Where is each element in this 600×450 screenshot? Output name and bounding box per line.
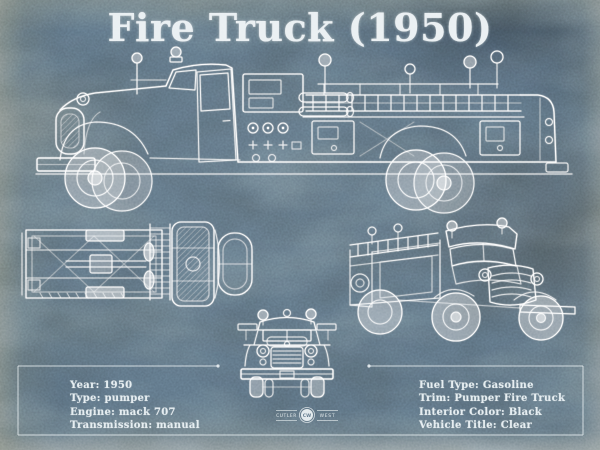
- poster-title: Fire Truck (1950): [107, 5, 493, 50]
- spec-list-left: Year: 1950 Type: pumper Engine: mack 707…: [70, 379, 200, 432]
- plan-ladder: [149, 223, 171, 301]
- spotlight: [131, 52, 143, 64]
- spec-engine: Engine: mack 707: [70, 406, 176, 418]
- brand-monogram: CW: [303, 413, 311, 419]
- front-wheel: [64, 147, 153, 212]
- hose-reel: [350, 273, 370, 293]
- brand-emblem: CUTLER WEST CW: [276, 407, 338, 423]
- brand-right-text: WEST: [320, 413, 336, 419]
- headlight: [530, 272, 544, 286]
- spotlight: [305, 308, 317, 320]
- three-quarter-view-drawing: [349, 217, 576, 342]
- headlight: [304, 344, 318, 358]
- door-window: [199, 72, 231, 112]
- beacon-lights: [318, 50, 504, 94]
- pump-gauges: [247, 122, 289, 134]
- spec-vehicle-title: Vehicle Title: Clear: [419, 419, 533, 431]
- spec-trim: Trim: Pumper Fire Truck: [419, 393, 566, 405]
- plan-view-drawing: [21, 221, 253, 307]
- spotlight: [446, 220, 458, 232]
- roof: [257, 316, 317, 331]
- windshield: [168, 69, 197, 91]
- spec-type: Type: pumper: [70, 393, 150, 405]
- cab-door: [196, 68, 237, 163]
- spotlight: [496, 217, 508, 229]
- grille: [270, 346, 304, 369]
- front-view-drawing: [237, 308, 337, 398]
- tailboard: [545, 162, 569, 173]
- spec-year: Year: 1950: [70, 380, 133, 391]
- pump-valves: [248, 140, 288, 150]
- grille-front: [487, 264, 537, 306]
- brand-left-text: CUTLER: [276, 413, 297, 419]
- spotlight: [257, 309, 269, 321]
- wheels: [357, 289, 564, 342]
- spec-fuel-type: Fuel Type: Gasoline: [419, 380, 534, 391]
- headlight: [478, 268, 492, 282]
- spec-transmission: Transmission: manual: [70, 419, 200, 431]
- rear-corner: [519, 94, 557, 163]
- cab-outline: [165, 63, 239, 163]
- spec-interior-color: Interior Color: Black: [419, 406, 543, 418]
- rear-wheel: [385, 149, 475, 214]
- side-view-drawing: [35, 46, 573, 214]
- spec-list-right: Fuel Type: Gasoline Trim: Pumper Fire Tr…: [419, 379, 565, 432]
- headlight: [256, 344, 270, 358]
- running-board: [149, 157, 241, 161]
- hood-line: [59, 85, 167, 111]
